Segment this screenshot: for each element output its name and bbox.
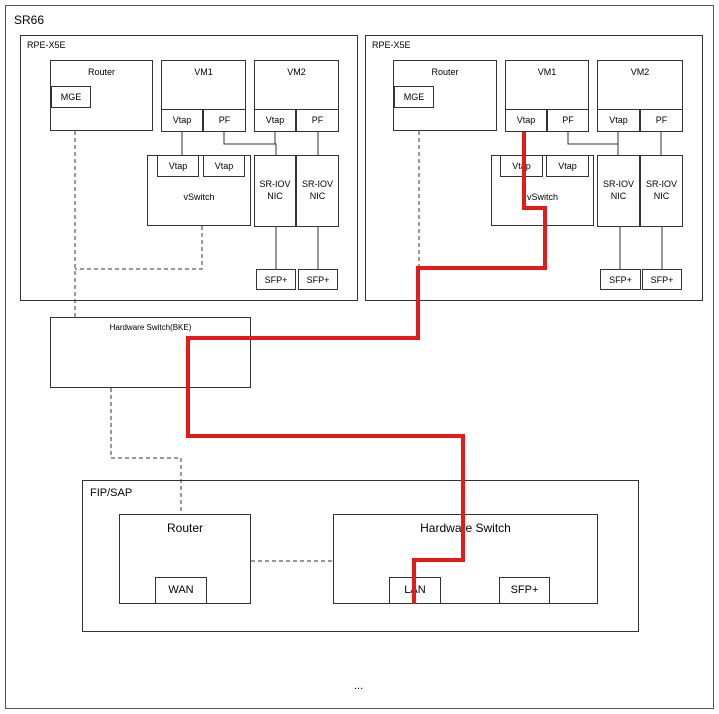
- right-mge-box: [394, 86, 434, 108]
- left-vswitch-vtap2-label: Vtap: [214, 161, 234, 171]
- right-vm1-pf: [547, 109, 589, 132]
- right-sriov-2: [640, 155, 683, 227]
- right-pf-to-sriov-line: [567, 132, 619, 155]
- right-sfp-2: [642, 269, 682, 290]
- fip-sfp-label: SFP+: [510, 584, 539, 596]
- left-vswitch-vtap1-label: Vtap: [168, 161, 188, 171]
- left-vm1-vtap-label: Vtap: [172, 115, 192, 125]
- right-vm1-vtap-label: Vtap: [516, 115, 536, 125]
- fip-hw-switch-label: Hardware Switch: [420, 521, 511, 535]
- right-vswitch-vtap1: [500, 155, 543, 177]
- right-sfp-1-label: SFP+: [609, 275, 632, 285]
- footer-ellipsis: ...: [354, 680, 364, 692]
- left-mge-box: [51, 86, 91, 108]
- right-mge-label: MGE: [403, 92, 425, 102]
- left-sriov-1-label: SR-IOV NIC: [259, 179, 291, 201]
- right-vm1-vtap: [505, 109, 547, 132]
- right-sfp-1: [600, 269, 641, 290]
- right-vswitch-vtap2-label: Vtap: [558, 161, 577, 171]
- fip-router-label: Router: [166, 521, 204, 535]
- left-vm2-label: VM2: [287, 67, 306, 77]
- outer-title: SR66: [14, 13, 45, 27]
- right-vm1-label: VM1: [537, 67, 557, 77]
- server-right-title: RPE-X5E: [372, 40, 411, 50]
- left-sriov-2-label: SR-IOV NIC: [301, 179, 333, 201]
- right-vm2-pf: [640, 109, 683, 132]
- fip-wan-box: [155, 577, 207, 604]
- left-vswitch-vtap2: [203, 155, 245, 177]
- right-sfp-2-label: SFP+: [650, 275, 674, 285]
- highlight-path: [186, 132, 547, 604]
- right-vswitch-vtap1-label: Vtap: [512, 161, 531, 171]
- right-vm2-vtap: [597, 109, 640, 132]
- hw-switch-bke: [50, 317, 251, 388]
- left-vm1-label: VM1: [194, 67, 213, 77]
- right-sriov-1: [597, 155, 640, 227]
- right-vswitch-vtap2: [546, 155, 589, 177]
- left-vm1-pf-label: PF: [218, 115, 231, 125]
- fip-sap-title: FIP/SAP: [90, 487, 133, 499]
- left-vswitch-vtap1: [157, 155, 199, 177]
- left-sfp-2-label: SFP+: [306, 275, 330, 285]
- right-vm2-vtap-label: Vtap: [609, 115, 628, 125]
- left-sriov-2: [296, 155, 339, 227]
- left-sfp-1-label: SFP+: [264, 275, 288, 285]
- left-vm2-vtap-label: Vtap: [265, 115, 285, 125]
- right-vm2-label: VM2: [630, 67, 650, 77]
- bke-to-fip-router-dashed: [110, 388, 182, 514]
- right-sriov-2-label: SR-IOV NIC: [645, 179, 677, 201]
- hw-switch-bke-label: Hardware Switch(BKE): [109, 323, 192, 332]
- left-sriov-1: [254, 155, 296, 227]
- left-vm1-pf: [203, 109, 246, 132]
- fip-hw-switch-box: [333, 514, 598, 604]
- right-vswitch-label: vSwitch: [526, 192, 558, 202]
- left-vm2-vtap: [254, 109, 296, 132]
- left-vm1-vtap: [161, 109, 203, 132]
- left-sfp-2: [298, 269, 338, 290]
- fip-wan-label: WAN: [168, 584, 194, 596]
- left-vswitch-label: vSwitch: [183, 192, 215, 202]
- left-router-label: Router: [87, 67, 115, 77]
- right-vm1-pf-label: PF: [562, 115, 574, 125]
- left-vswitch-to-router-dashed: [75, 226, 203, 270]
- server-left-title: RPE-X5E: [27, 40, 66, 50]
- fip-sfp-box: [499, 577, 550, 604]
- right-router-label: Router: [431, 67, 459, 77]
- left-vm2-pf: [296, 109, 339, 132]
- left-pf-to-sriov-line: [223, 132, 277, 155]
- left-mge-label: MGE: [60, 92, 82, 102]
- left-sfp-1: [256, 269, 296, 290]
- right-vm2-pf-label: PF: [655, 115, 668, 125]
- left-vm2-pf-label: PF: [311, 115, 324, 125]
- right-sriov-1-label: SR-IOV NIC: [602, 179, 634, 201]
